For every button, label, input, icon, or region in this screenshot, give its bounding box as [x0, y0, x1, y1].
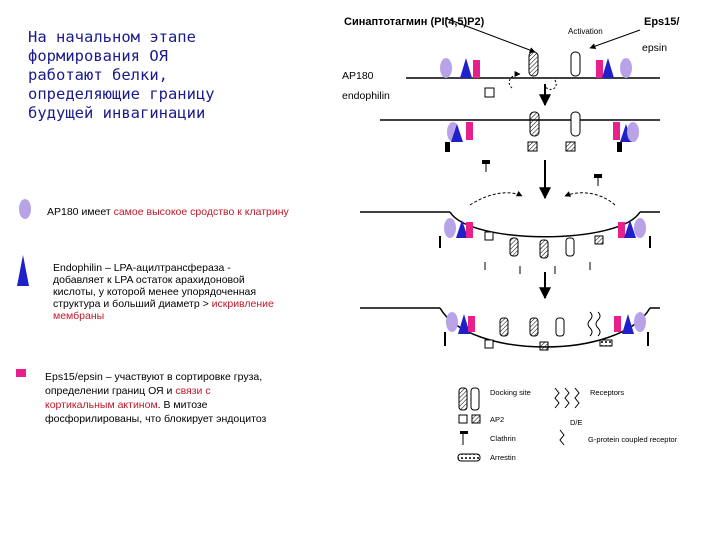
activation-label: Activation: [568, 27, 603, 36]
endophilin-note: Endophilin – LPA-ацилтрансфераза - добав…: [53, 262, 353, 322]
intro-line: формирования ОЯ: [28, 47, 168, 65]
eps15-note-highlight: связи с: [175, 385, 211, 397]
intro-text: На начальном этапе формирования ОЯ работ…: [28, 28, 308, 123]
intro-line: работают белки,: [28, 66, 168, 84]
stage-3: [360, 190, 660, 300]
epsin-label: epsin: [642, 42, 668, 54]
eps15-legend-icon: [16, 369, 26, 377]
endophilin-note-line: структура и больший диаметр >: [53, 298, 212, 310]
legend-receptors: Receptors: [590, 388, 624, 397]
legend-clathrin: Clathrin: [490, 434, 516, 443]
intro-line: определяющие границу: [28, 85, 215, 103]
ap180-label: AP180: [342, 70, 374, 82]
legend-arrestin: Arrestin: [490, 453, 516, 462]
endophilin-note-highlight: искривление: [211, 298, 274, 310]
ap180-shape: [440, 58, 452, 78]
intro-line: На начальном этапе: [28, 28, 196, 46]
legend-gpcr: G-protein coupled receptor: [588, 435, 678, 444]
stage-1: [406, 17, 660, 107]
endophilin-shape: [602, 58, 614, 78]
endophilin-note-highlight: мембраны: [53, 310, 105, 322]
eps15-note-line: . В митозе: [157, 399, 208, 411]
intro-line: будущей инвагинации: [28, 104, 206, 122]
eps15-note-highlight: кортикальным актином: [45, 399, 158, 411]
eps15-note: Eps15/epsin – участвуют в сортировке гру…: [45, 370, 345, 426]
endophilin-shape: [460, 58, 472, 78]
ap2-shape: [484, 87, 495, 98]
ap180-note: AP180 имеет самое высокое сродство к кла…: [47, 205, 347, 219]
stage-4: [360, 307, 660, 351]
endophilin-note-line: кислоты, у которой менее упорядоченная: [53, 286, 257, 298]
legend-ap2: AP2: [490, 415, 504, 424]
ap180-legend-icon: [19, 199, 31, 219]
eps15-shape: [473, 60, 480, 78]
stage-2: [380, 111, 660, 200]
legend-docking-site: Docking site: [490, 388, 531, 397]
receptor: [570, 51, 581, 77]
diagram-legend: Docking site AP2 Clathrin Arrestin Recep…: [457, 387, 678, 462]
endophilin-legend-icon: [17, 255, 29, 286]
ap180-note-text: AP180 имеет: [47, 206, 114, 218]
ap180-shape: [620, 58, 632, 78]
eps15-note-line: Eps15/epsin – участвуют в сортировке гру…: [45, 371, 263, 383]
legend-de: D/E: [570, 418, 583, 427]
eps15-shape: [596, 60, 603, 78]
ap180-note-highlight: самое высокое сродство к клатрину: [113, 206, 289, 218]
docking-site: [528, 51, 539, 77]
endophilin-note-line: добавляет к LPA остаток арахидоновой: [53, 274, 245, 286]
endophilin-note-line: Endophilin – LPA-ацилтрансфераза -: [53, 262, 231, 274]
endophilin-label: endophilin: [342, 90, 390, 102]
eps15-note-line: определении границ ОЯ и: [45, 385, 176, 397]
eps15-label: Eps15/: [644, 16, 680, 28]
synaptotagmin-label: Синаптотагмин (PI(4,5)P2): [344, 16, 485, 28]
eps15-note-line: фосфорилированы, что блокирует эндоцитоз: [45, 413, 267, 425]
